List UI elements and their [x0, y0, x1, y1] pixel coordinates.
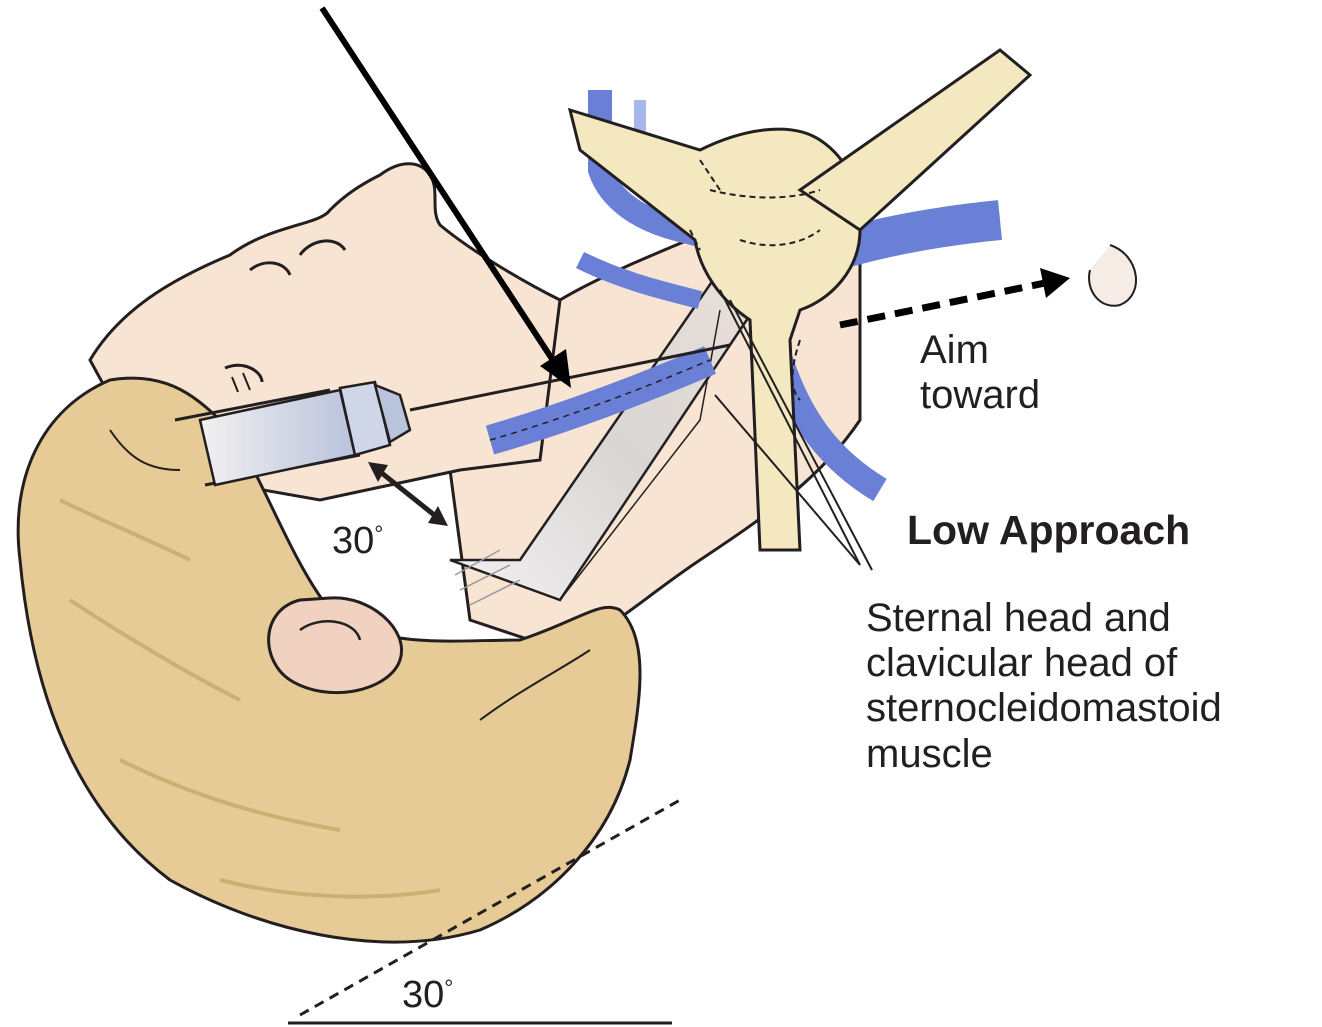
- nipple-target: [1089, 245, 1136, 306]
- needle-angle-value: 30: [332, 520, 374, 562]
- aim-toward-line-2: toward: [920, 373, 1040, 418]
- muscle-caption-line-1: Sternal head and: [866, 596, 1222, 641]
- low-approach-title: Low Approach: [907, 508, 1190, 554]
- degree-symbol: °: [444, 975, 453, 1001]
- head-angle-value: 30: [402, 974, 444, 1016]
- muscle-caption-line-4: muscle: [866, 732, 1222, 777]
- muscle-caption-line-3: sternocleidomastoid: [866, 686, 1222, 731]
- degree-symbol: °: [374, 521, 383, 547]
- needle-angle-label: 30°: [332, 520, 383, 563]
- head-angle-label: 30°: [402, 974, 453, 1017]
- muscle-caption: Sternal head and clavicular head of ster…: [866, 596, 1222, 777]
- muscle-caption-line-2: clavicular head of: [866, 641, 1222, 686]
- ear: [269, 598, 402, 693]
- dashed-arrow-icon: [840, 268, 1070, 325]
- aim-toward-label: Aim toward: [920, 328, 1040, 418]
- aim-toward-line-1: Aim: [920, 328, 1040, 373]
